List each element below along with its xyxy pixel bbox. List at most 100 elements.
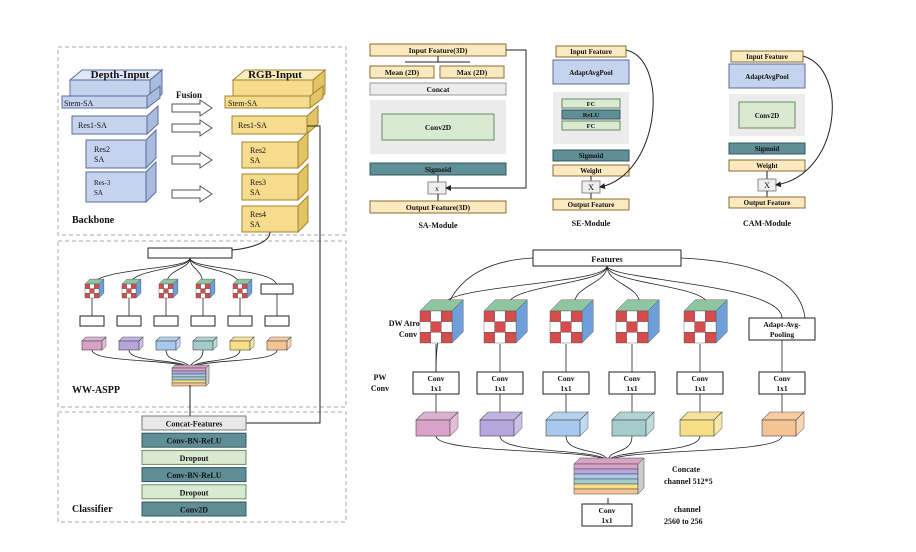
classifier-layer-label-4: Conv-BN-ReLU [166, 471, 221, 480]
classifier-stack: Concat-FeaturesConv-BN-ReLUDropoutConv-B… [72, 385, 247, 517]
mini-feature-6 [266, 336, 292, 351]
se-weight-label: Weight [580, 167, 602, 175]
pw-conv-line1-2: Conv [491, 374, 508, 383]
concate-label-2: channel 512*5 [664, 477, 713, 486]
dw-kernel-1 [419, 299, 464, 344]
pw-label-line1: PW [374, 373, 387, 382]
mini-kernel-1 [84, 278, 105, 299]
branch-feature-1 [415, 411, 459, 437]
sa-max-label: Max (2D) [457, 68, 488, 77]
channel-label-2: 2560 to 256 [664, 517, 703, 526]
adapt-pool-box: Adapt-Avg- Pooling [748, 317, 816, 341]
se-sigmoid-label: Sigmoid [579, 152, 604, 160]
concat-stack [573, 457, 645, 495]
rgb-res3-label-b: SA [250, 188, 260, 197]
depth-res1-label: Res1-SA [78, 121, 107, 130]
cam-conv-label: Conv2D [755, 112, 780, 120]
pw-conv-line1-1: Conv [427, 374, 444, 383]
sa-sigmoid-label: Sigmoid [425, 165, 452, 174]
wwaspp-mini: WW-ASPP [72, 247, 294, 396]
aspp-detail: Features DW Atrous Conv PW Conv Adapt-Av… [371, 249, 816, 527]
sa-output-label: Output Feature(3D) [406, 203, 471, 212]
classifier-layer-6 [141, 501, 247, 517]
aspp-mini-feature-maps [81, 336, 292, 351]
features-label: Features [591, 254, 623, 264]
mini-conv-box-2 [116, 315, 142, 327]
pw-label-line2: Conv [371, 384, 389, 393]
rgb-res4-label-b: SA [250, 220, 260, 229]
pw-conv-line2-1: 1x1 [430, 384, 442, 393]
sa-concat-label: Concat [427, 85, 450, 94]
aspp-mini-concat-stack [171, 364, 210, 387]
dw-label-line1: DW Atrous [389, 319, 428, 328]
final-conv-line1: Conv [598, 506, 615, 515]
channel-label-1: channel [674, 505, 701, 514]
aspp-mini-branch-lines [91, 257, 278, 371]
final-conv-line2: 1x1 [601, 516, 613, 525]
dw-kernel-3 [549, 299, 594, 344]
pw-conv-line2-2: 1x1 [494, 384, 506, 393]
cam-input-label: Input Feature [746, 53, 788, 61]
sa-input-label: Input Feature(3D) [409, 46, 468, 55]
skip-connection-line [246, 125, 321, 424]
classifier-layer-1 [141, 415, 247, 431]
rgb-backbone: RGB-Input Stem-SA Res1-SA Res2 SA Res3 S… [224, 68, 327, 234]
branch-feature-2 [479, 411, 523, 437]
depth-stem-label: Stem-SA [64, 99, 94, 108]
sa-mean-label: Mean (2D) [385, 68, 420, 77]
mini-conv-box-4 [190, 315, 216, 327]
rgb-res4-label-a: Res4 [250, 210, 266, 219]
depth-backbone: Depth-Input Stem-SA Res1-SA Res2 SA Res-… [61, 68, 164, 204]
branch-feature-3 [545, 411, 589, 437]
classifier-layer-label-2: Conv-BN-ReLU [166, 437, 221, 446]
cam-caption: CAM-Module [743, 219, 791, 228]
backbone-section [57, 46, 347, 236]
cam-output-label: Output Feature [744, 199, 791, 207]
mini-kernel-4 [195, 278, 216, 299]
depth-res3-label-a: Res-3 [94, 179, 111, 187]
rgb-res1-label: Res1-SA [238, 121, 267, 130]
pw-conv-line2-5: 1x1 [694, 384, 706, 393]
fusion-label: Fusion [176, 90, 202, 100]
backbone-to-aspp-line [229, 231, 271, 251]
classifier-layer-4 [141, 467, 247, 483]
final-conv-box [581, 503, 633, 527]
classifier-layer-label-5: Dropout [180, 488, 209, 497]
sa-conv-label: Conv2D [425, 123, 452, 132]
mini-feature-4 [192, 336, 218, 351]
concat-features-stack [573, 457, 645, 495]
mini-pool-box [260, 283, 294, 295]
classifier-layer-5 [141, 484, 247, 500]
aspp-mini-input-box [147, 247, 233, 259]
classifier-layer-2 [141, 432, 247, 448]
mini-kernel-3 [158, 278, 179, 299]
pw-conv-line1-5: Conv [691, 374, 708, 383]
classifier-layer-3 [141, 449, 247, 465]
pw-conv-boxes: Conv1x1Conv1x1Conv1x1Conv1x1Conv1x1Conv1… [412, 371, 806, 395]
rgb-res2-label-a: Res2 [250, 146, 266, 155]
mini-conv-box-1 [79, 315, 105, 327]
se-input-label: Input Feature [570, 48, 612, 56]
depth-input-title: Depth-Input [91, 69, 150, 81]
dw-label-line2: Conv [399, 330, 417, 339]
depth-res2-label-b: SA [94, 155, 104, 164]
se-caption: SE-Module [572, 219, 611, 228]
branch-feature-6 [761, 411, 805, 437]
dw-kernel-5 [683, 299, 728, 344]
fusion-arrows: Fusion [171, 90, 213, 203]
dw-atrous-kernels [419, 299, 728, 344]
mini-conv-box-5 [227, 315, 253, 327]
dw-kernel-4 [615, 299, 660, 344]
depth-res2-label-a: Res2 [94, 145, 110, 154]
mini-feature-5 [229, 336, 255, 351]
se-mult-label: X [588, 183, 594, 192]
mini-kernel-2 [121, 278, 142, 299]
pw-conv-line1-3: Conv [557, 374, 574, 383]
classifier-layer-label-6: Conv2D [180, 506, 208, 515]
aspp-mini-kernels [84, 278, 253, 299]
